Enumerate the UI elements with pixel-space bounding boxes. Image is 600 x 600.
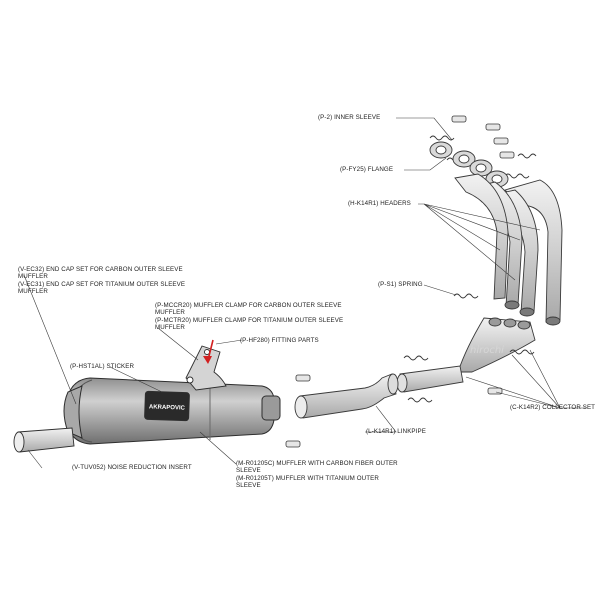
label-clamp-titanium: (P-MCTR20) MUFFLER CLAMP FOR TITANIUM OU… [155, 317, 344, 324]
label-clamp-carbon-line2: MUFFLER [155, 309, 185, 316]
label-inner-sleeve: (P-2) INNER SLEEVE [318, 114, 381, 121]
watermark-text: hirochi [470, 345, 504, 356]
end-cap [63, 385, 83, 439]
fitting-parts-arrow [203, 339, 214, 364]
label-headers: (H-K14R1) HEADERS [348, 200, 411, 207]
label-end-cap-titanium: (V-EC31) END CAP SET FOR TITANIUM OUTER … [18, 281, 186, 288]
small-clamps [285, 374, 503, 448]
label-noise-insert: (V-TUV052) NOISE REDUCTION INSERT [72, 464, 192, 471]
leader-lines [23, 117, 586, 469]
muffler-body [65, 377, 281, 445]
label-linkpipe: (L-K14R1) LINKPIPE [366, 428, 426, 435]
label-muffler-carbon-line2: SLEEVE [236, 467, 261, 474]
label-flange: (P-FY25) FLANGE [340, 166, 394, 173]
label-clamp-titanium-line2: MUFFLER [155, 324, 185, 331]
label-spring: (P-S1) SPRING [378, 281, 423, 288]
label-fitting-parts: (P-HF280) FITTING PARTS [240, 337, 319, 344]
label-muffler-titanium-line2: SLEEVE [236, 482, 261, 489]
collector-set [396, 317, 536, 393]
flange-parts [429, 141, 509, 188]
label-end-cap-carbon-line2: MUFFLER [18, 273, 48, 280]
link-pipe [294, 373, 399, 419]
label-sticker: (P-HST1AL) STICKER [70, 363, 135, 370]
label-muffler-titanium: (M-R01205T) MUFFLER WITH TITANIUM OUTER [236, 475, 379, 482]
muffler-brand-logo: AKRAPOVIC [149, 404, 186, 411]
muffler-clamp [185, 345, 227, 391]
label-muffler-carbon: (M-R01205C) MUFFLER WITH CARBON FIBER OU… [236, 460, 398, 467]
label-end-cap-titanium-line2: MUFFLER [18, 288, 48, 295]
collector-springs [403, 293, 535, 403]
noise-reduction-insert [13, 427, 75, 453]
label-end-cap-carbon: (V-EC32) END CAP SET FOR CARBON OUTER SL… [18, 266, 183, 273]
inner-sleeve-parts [451, 115, 515, 159]
label-collector-set: (C-K14R2) COLLECTOR SET [510, 404, 596, 411]
label-clamp-carbon: (P-MCCR20) MUFFLER CLAMP FOR CARBON OUTE… [155, 302, 342, 309]
header-pipes [454, 173, 563, 326]
